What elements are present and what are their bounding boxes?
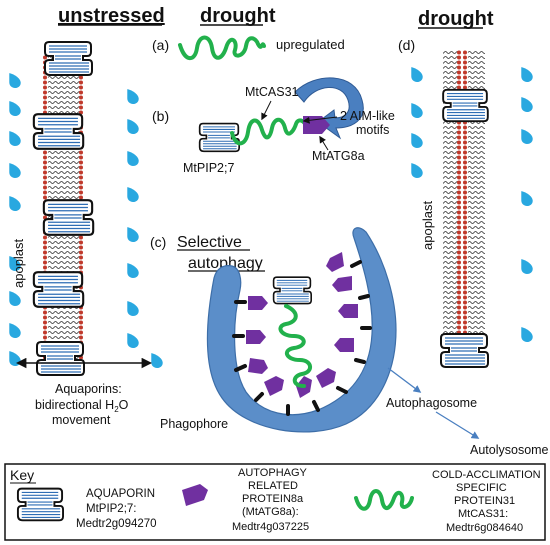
arrow-mtatg8a <box>319 135 329 151</box>
key-aqp-line2: MtPIP2;7: <box>86 503 137 515</box>
label-mtatg8a: MtATG8a <box>312 149 365 163</box>
key-atg-line3: PROTEIN8a <box>242 493 304 505</box>
water-drop-icon <box>9 131 21 146</box>
membrane-unstressed <box>32 40 95 377</box>
arrow-aim-motifs <box>302 116 338 124</box>
key-aqp-line3: Medtr2g094270 <box>76 518 157 530</box>
water-drop-icon <box>127 333 139 348</box>
water-drop-icon <box>9 101 21 116</box>
key-cas31-icon <box>354 489 414 511</box>
aquaporin-icon <box>42 198 95 237</box>
arrow-to-autolysosome <box>435 411 480 439</box>
key-aqp-line1: AQUAPORIN <box>86 488 155 500</box>
water-drop-icon <box>127 187 139 202</box>
label-aim-motifs-2: motifs <box>356 123 389 137</box>
header-drought-right: drought <box>418 8 494 30</box>
key-cas-line4: MtCAS31: <box>458 508 508 520</box>
cas31-protein-c <box>278 304 312 388</box>
label-apoplast-right: apoplast <box>420 200 435 250</box>
label-autolysosome: Autolysosome <box>470 443 549 457</box>
label-apoplast-left: apoplast <box>11 238 26 288</box>
water-drop-icon <box>127 119 139 134</box>
phagophore-membrane <box>206 227 397 433</box>
header-drought-mid: drought <box>200 5 276 27</box>
aquaporin-icon <box>43 40 94 77</box>
water-drop-icon <box>127 89 139 104</box>
water-drop-icon <box>9 196 21 211</box>
water-drop-icon <box>9 323 21 338</box>
water-drop-icon <box>521 327 533 342</box>
water-drop-icon <box>151 353 163 368</box>
key-atg-line1: AUTOPHAGY <box>238 467 308 479</box>
water-drop-icon <box>127 263 139 278</box>
label-movement: movement <box>52 413 111 427</box>
water-drop-icon <box>411 103 423 118</box>
label-aquaporins: Aquaporins: <box>55 382 122 396</box>
arrow-to-autophagosome <box>387 367 422 393</box>
label-upregulated: upregulated <box>276 37 345 52</box>
label-bidirectional: bidirectional H2O <box>35 398 129 414</box>
water-drop-icon <box>521 259 533 274</box>
water-drop-icon <box>9 351 21 366</box>
label-selective: Selective <box>177 234 242 251</box>
key-atg-line5: Medtr4g037225 <box>232 521 309 533</box>
cas31-protein-upregulated <box>178 35 266 61</box>
aquaporin-icon <box>439 332 490 369</box>
water-drop-icon <box>521 97 533 112</box>
label-mtcas31: MtCAS31 <box>245 85 299 99</box>
phagophore-atg8-anchors <box>232 260 372 416</box>
water-drop-icon <box>9 163 21 178</box>
key-cas-line3: PROTEIN31 <box>454 495 515 507</box>
arrow-mtcas31 <box>261 100 272 121</box>
water-drop-icon <box>127 151 139 166</box>
water-drop-icon <box>521 67 533 82</box>
key-atg-line2: RELATED <box>248 480 298 492</box>
panel-label-a: (a) <box>152 37 169 53</box>
label-autophagosome: Autophagosome <box>386 396 477 410</box>
aquaporin-icon <box>272 276 312 305</box>
water-drop-icon <box>521 191 533 206</box>
key-atg8a-icon <box>182 484 208 506</box>
header-unstressed: unstressed <box>58 5 165 27</box>
key-cas-line1: COLD-ACCLIMATION <box>432 469 541 481</box>
water-drop-icon <box>411 163 423 178</box>
panel-label-b: (b) <box>152 108 169 124</box>
label-phagophore: Phagophore <box>160 417 228 431</box>
key-cas-line5: Medtr6g084640 <box>446 522 523 534</box>
water-drop-icon <box>9 291 21 306</box>
membrane-drought <box>439 50 490 369</box>
key-cas-line2: SPECIFIC <box>456 482 507 494</box>
panel-label-d: (d) <box>398 37 415 53</box>
water-drop-icon <box>411 67 423 82</box>
key-atg-line4: (MtATG8a): <box>242 506 299 518</box>
atg8a-proteins-c <box>246 252 358 398</box>
label-aim-motifs-1: 2 AIM-like <box>340 109 395 123</box>
key-box <box>4 463 546 541</box>
label-autophagy: autophagy <box>188 255 263 272</box>
water-drop-icon <box>127 227 139 242</box>
key-title: Key <box>10 467 34 483</box>
label-mtpip2: MtPIP2;7 <box>183 161 234 175</box>
water-drop-icon <box>9 73 21 88</box>
panel-label-c: (c) <box>150 234 166 250</box>
water-drop-icon <box>521 129 533 144</box>
water-drop-icon <box>127 301 139 316</box>
water-drop-icon <box>411 133 423 148</box>
cas31-protein-b <box>230 117 308 146</box>
